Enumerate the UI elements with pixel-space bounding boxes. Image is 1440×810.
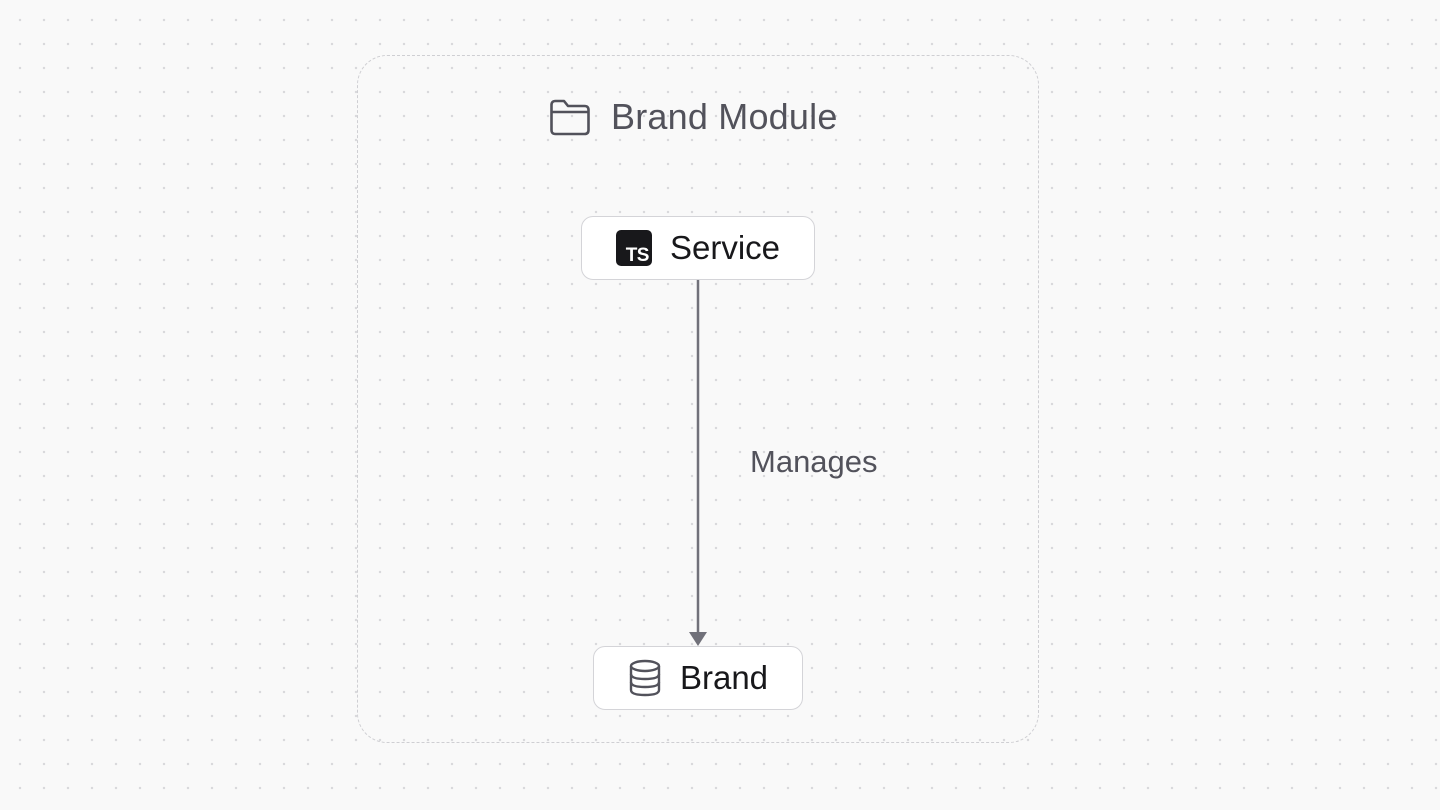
node-brand-label: Brand	[679, 659, 769, 696]
database-icon	[629, 659, 661, 697]
node-service-label: Service	[669, 229, 781, 266]
typescript-icon: TS	[615, 230, 652, 266]
module-group	[357, 55, 1039, 743]
edge-label: Manages	[750, 444, 878, 479]
typescript-icon-text: TS	[625, 245, 650, 266]
group-title: Brand Module	[611, 96, 838, 137]
node-brand[interactable]: Brand	[593, 646, 803, 710]
group-header: Brand Module	[549, 96, 838, 138]
node-service[interactable]: TS Service	[581, 216, 815, 280]
folder-icon	[550, 99, 590, 136]
